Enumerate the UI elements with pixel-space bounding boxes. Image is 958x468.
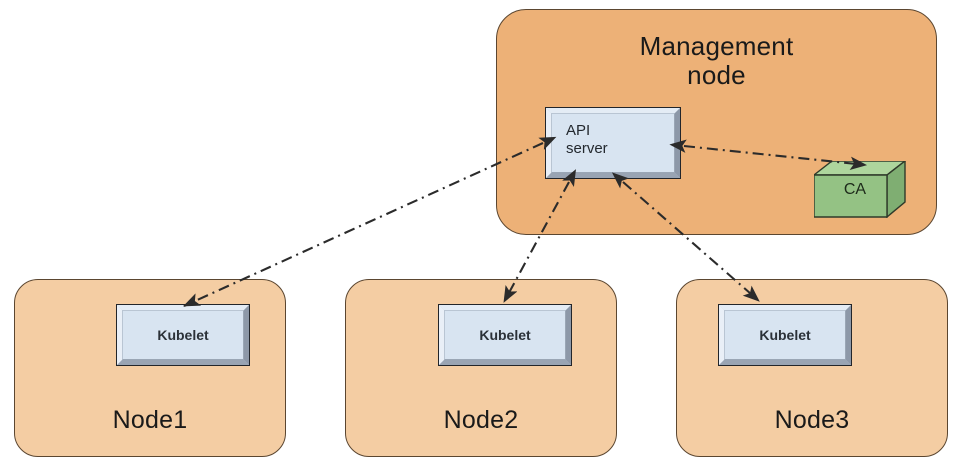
kubelet-1-face bbox=[122, 310, 244, 360]
api-server-box[interactable]: API server bbox=[545, 107, 681, 179]
kubelet-3-face bbox=[724, 310, 846, 360]
node2-title: Node2 bbox=[443, 406, 519, 434]
management-node-title: Management node bbox=[639, 31, 794, 91]
ca-label: CA bbox=[843, 181, 867, 198]
node3-title: Node3 bbox=[774, 406, 850, 434]
kubelet-2-box[interactable]: Kubelet bbox=[438, 304, 572, 366]
kubelet-3-label: Kubelet bbox=[759, 326, 811, 343]
node1-title: Node1 bbox=[112, 406, 188, 434]
ca-box[interactable]: CA bbox=[811, 159, 908, 219]
kubelet-3-box[interactable]: Kubelet bbox=[718, 304, 852, 366]
kubelet-1-box[interactable]: Kubelet bbox=[116, 304, 250, 366]
api-server-label: API server bbox=[566, 122, 608, 157]
kubelet-1-label: Kubelet bbox=[157, 326, 209, 343]
api-server-face bbox=[551, 113, 675, 173]
kubelet-2-face bbox=[444, 310, 566, 360]
kubelet-2-label: Kubelet bbox=[479, 326, 531, 343]
